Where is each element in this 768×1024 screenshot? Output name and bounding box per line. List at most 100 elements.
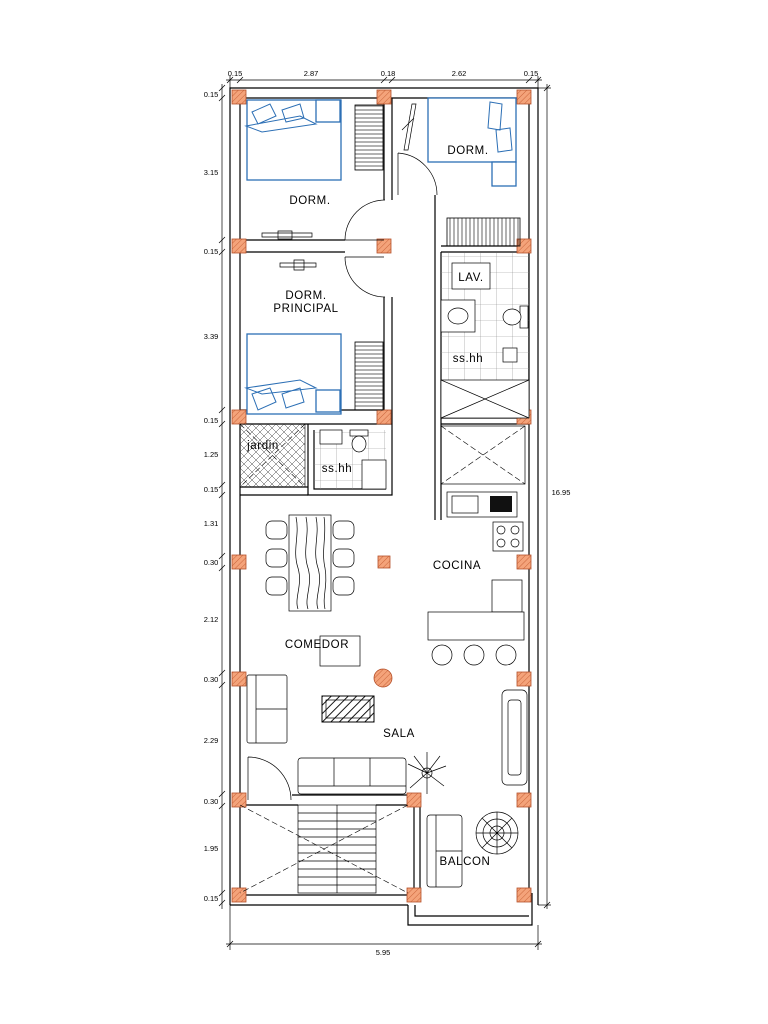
living-south-wall bbox=[240, 794, 420, 806]
dim-left-2: 0.15 bbox=[204, 247, 219, 256]
label-dorm-top-left: DORM. bbox=[289, 195, 330, 207]
skylight-opening bbox=[440, 425, 526, 485]
label-balcon: BALCON bbox=[440, 856, 491, 868]
living-furniture bbox=[246, 674, 528, 795]
top-left-bedroom-furniture bbox=[244, 99, 384, 240]
dishwasher bbox=[490, 496, 512, 512]
dim-left-0: 0.15 bbox=[204, 90, 219, 99]
tv-rod bbox=[279, 259, 317, 271]
garden-opening-x bbox=[239, 423, 306, 488]
column bbox=[231, 671, 247, 687]
column bbox=[231, 409, 247, 425]
garden bbox=[239, 423, 306, 488]
burner bbox=[496, 538, 506, 548]
dim-top-wall-right: 0.15 bbox=[524, 69, 539, 78]
lav-label-box bbox=[451, 262, 491, 290]
stair-void-x bbox=[239, 804, 409, 894]
dim-left-5: 1.25 bbox=[204, 450, 219, 459]
burner bbox=[510, 538, 520, 548]
tv-console-inner bbox=[507, 699, 522, 776]
nightstand bbox=[315, 99, 341, 123]
bar-stool bbox=[463, 644, 485, 666]
column bbox=[376, 409, 392, 425]
sideboard bbox=[319, 635, 361, 667]
label-cocina: COCINA bbox=[433, 560, 481, 572]
round-column bbox=[373, 668, 393, 688]
wardrobe bbox=[446, 217, 521, 247]
toilet-bowl bbox=[502, 308, 522, 326]
stair-treads bbox=[298, 805, 376, 893]
entrance-door-swing bbox=[247, 756, 292, 801]
dining-chair bbox=[332, 548, 355, 568]
dining-chair bbox=[332, 576, 355, 596]
kitchen-sink bbox=[451, 495, 479, 514]
refrigerator bbox=[491, 579, 523, 613]
top-dimension-ticks bbox=[226, 76, 542, 88]
dim-left-10: 0.30 bbox=[204, 675, 219, 684]
column bbox=[231, 89, 247, 105]
bar-stool bbox=[431, 644, 453, 666]
column bbox=[516, 792, 532, 808]
balcony-west-wall bbox=[413, 805, 421, 895]
side-sofa-cushions bbox=[255, 675, 287, 743]
corridor-east-wall bbox=[434, 195, 442, 520]
dim-left-14: 0.15 bbox=[204, 894, 219, 903]
label-jardin: jardin bbox=[246, 440, 279, 452]
shower-drain-lines bbox=[440, 379, 530, 419]
label-dorm-principal-1: DORM. bbox=[285, 290, 326, 302]
bath-south-wall bbox=[441, 417, 529, 425]
right-dimension-ticks bbox=[538, 84, 551, 909]
main-bathroom bbox=[440, 253, 530, 419]
dimension-labels: 0.15 2.87 0.18 2.62 0.15 0.15 3.15 0.15 … bbox=[204, 69, 571, 957]
column bbox=[516, 887, 532, 903]
wardrobe bbox=[354, 341, 384, 411]
dim-left-11: 2.29 bbox=[204, 736, 219, 745]
label-sala: SALA bbox=[383, 728, 415, 740]
dim-total-width: 5.95 bbox=[376, 948, 391, 957]
dining-chair bbox=[265, 520, 288, 540]
coffee-table-inner bbox=[325, 699, 371, 719]
dim-total-height: 16.95 bbox=[552, 488, 571, 497]
left-block-east-wall bbox=[383, 98, 393, 424]
dim-left-6: 0.15 bbox=[204, 485, 219, 494]
principal-bedroom-furniture bbox=[244, 259, 384, 415]
label-dorm-principal-2: PRINCIPAL bbox=[273, 303, 338, 315]
column bbox=[516, 554, 532, 570]
label-comedor: COMEDOR bbox=[285, 639, 349, 651]
wall-shelf bbox=[401, 103, 417, 151]
top-right-bedroom-furniture bbox=[401, 97, 521, 247]
column bbox=[376, 238, 392, 254]
dining-chair bbox=[265, 576, 288, 596]
structural-columns bbox=[231, 89, 532, 903]
nightstand bbox=[491, 161, 517, 187]
main-sofa-cushions bbox=[298, 758, 406, 787]
dim-left-7: 1.31 bbox=[204, 519, 219, 528]
balcony-sofa-cushions bbox=[435, 815, 462, 887]
kitchen-furniture bbox=[427, 425, 526, 666]
jardin-south-wall bbox=[240, 486, 308, 496]
label-dorm-top-right: DORM. bbox=[447, 145, 488, 157]
bed-pillows bbox=[244, 379, 318, 411]
dorm-divider-wall bbox=[240, 239, 345, 253]
column bbox=[231, 554, 247, 570]
dimension-lines bbox=[218, 76, 551, 950]
stove bbox=[492, 521, 524, 552]
balcony-furniture bbox=[426, 811, 519, 888]
nightstand bbox=[315, 389, 341, 413]
column bbox=[406, 887, 422, 903]
column bbox=[406, 792, 422, 808]
toilet-tank bbox=[349, 429, 369, 437]
dim-left-3: 3.39 bbox=[204, 332, 219, 341]
room-labels: DORM. DORM. LAV. DORM. PRINCIPAL ss.hh j… bbox=[246, 145, 490, 868]
toilet-bowl bbox=[351, 435, 367, 453]
dining-chair bbox=[332, 520, 355, 540]
small-bathroom bbox=[314, 429, 387, 490]
column bbox=[516, 89, 532, 105]
dim-top-mid-wall: 0.18 bbox=[381, 69, 396, 78]
dim-left-9: 2.12 bbox=[204, 615, 219, 624]
bottom-wall bbox=[230, 894, 414, 906]
plant-icon bbox=[407, 752, 447, 794]
label-sshh-left: ss.hh bbox=[322, 463, 353, 475]
label-lav: LAV. bbox=[458, 272, 483, 284]
